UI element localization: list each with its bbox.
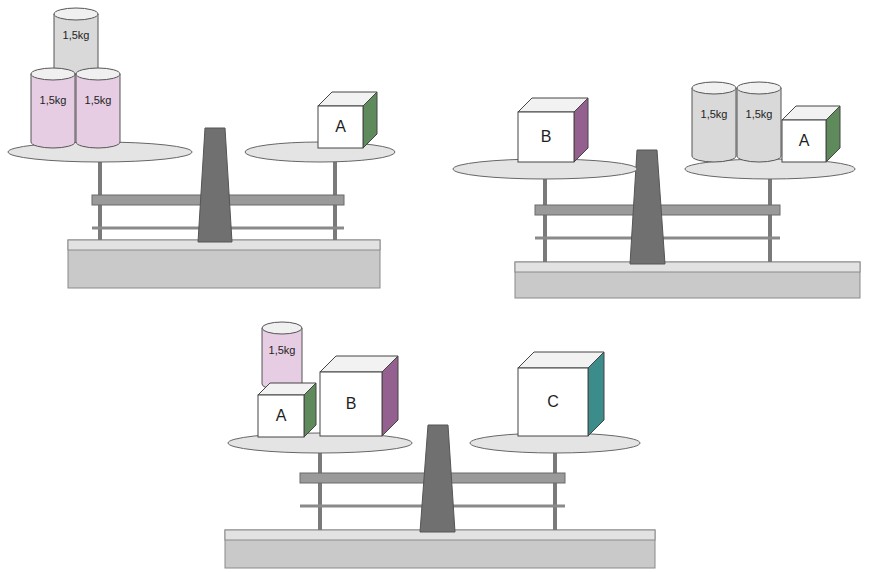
cylinder-body — [54, 14, 98, 74]
node-face: B — [320, 372, 382, 436]
mass-cube: A — [258, 383, 316, 437]
cube-outline — [258, 383, 316, 437]
node-face: A — [782, 120, 826, 162]
cube-side — [304, 383, 316, 437]
cube-outline — [518, 352, 604, 436]
weight-label: 1,5kg — [746, 109, 773, 120]
cube-outline — [782, 106, 840, 162]
scale-post — [198, 128, 232, 242]
scale-base — [225, 530, 655, 568]
mass-cube: B — [518, 98, 588, 162]
node-face: 1,5kg — [54, 27, 98, 44]
weight-label: 1,5kg — [269, 345, 296, 356]
cube-side — [574, 98, 588, 162]
cube-letter: B — [346, 396, 357, 412]
cylinder-top — [262, 322, 302, 334]
weight-cylinder: 1,5kg — [737, 82, 781, 162]
mass-cube: A — [782, 106, 840, 162]
cube-front — [518, 368, 588, 436]
cube-side — [363, 92, 377, 148]
weight-label: 1,5kg — [63, 30, 90, 41]
cube-outline — [318, 92, 377, 148]
cube-letter: B — [541, 129, 552, 145]
node-face: 1,5kg — [76, 92, 120, 109]
pan-rod — [543, 175, 547, 262]
scale-base-top — [515, 262, 860, 272]
cylinder-outline — [737, 82, 781, 162]
mass-cube: C — [518, 352, 604, 436]
weight-label: 1,5kg — [40, 95, 67, 106]
cube-letter: A — [276, 408, 287, 424]
mass-cube: B — [320, 356, 398, 436]
cube-front — [258, 395, 304, 437]
cylinder-outline — [262, 322, 302, 390]
cylinder-body — [31, 74, 75, 148]
cylinder-outline — [54, 8, 98, 74]
node-face: 1,5kg — [692, 106, 736, 123]
weight-cylinder: 1,5kg — [31, 68, 75, 148]
cube-front — [320, 372, 382, 436]
cube-letter: C — [547, 394, 559, 410]
scale-base — [68, 240, 380, 288]
cylinder-body — [692, 88, 736, 162]
weight-cylinder: 1,5kg — [76, 68, 120, 148]
cylinder-body — [737, 88, 781, 162]
scale-base — [515, 262, 860, 298]
node-face: A — [318, 106, 363, 148]
cube-letter: A — [335, 119, 346, 135]
node-face: 1,5kg — [31, 92, 75, 109]
cube-letter: A — [799, 133, 810, 149]
weight-cylinder: 1,5kg — [54, 8, 98, 74]
cylinder-outline — [76, 68, 120, 148]
cylinder-top — [737, 82, 781, 94]
node-face: A — [258, 395, 304, 437]
weight-label: 1,5kg — [85, 95, 112, 106]
cylinder-top — [692, 82, 736, 94]
cube-front — [782, 120, 826, 162]
cylinder-outline — [31, 68, 75, 148]
cylinder-top — [54, 8, 98, 20]
pan-rod — [318, 450, 322, 530]
cylinder-top — [31, 68, 75, 80]
cylinder-outline — [692, 82, 736, 162]
cube-front — [518, 112, 574, 162]
weight-cylinder: 1,5kg — [692, 82, 736, 162]
cylinder-body — [262, 328, 302, 390]
weight-label: 1,5kg — [701, 109, 728, 120]
cube-side — [382, 356, 398, 436]
mass-cube: A — [318, 92, 377, 148]
balance-scale — [225, 425, 655, 568]
weight-cylinder: 1,5kg — [262, 322, 302, 390]
cube-side — [588, 352, 604, 436]
cylinder-body — [76, 74, 120, 148]
node-face: 1,5kg — [737, 106, 781, 123]
pan-rod — [553, 450, 557, 530]
scale-post — [420, 425, 455, 532]
node-face: 1,5kg — [262, 342, 302, 359]
cube-front — [318, 106, 363, 148]
cube-side — [826, 106, 840, 162]
cube-outline — [518, 98, 588, 162]
cube-outline — [320, 356, 398, 436]
balance-scale — [8, 128, 395, 288]
node-face: B — [518, 112, 574, 162]
pan-rod — [768, 175, 772, 262]
cylinder-top — [76, 68, 120, 80]
balance-scale — [453, 150, 860, 298]
node-face: C — [518, 368, 588, 436]
